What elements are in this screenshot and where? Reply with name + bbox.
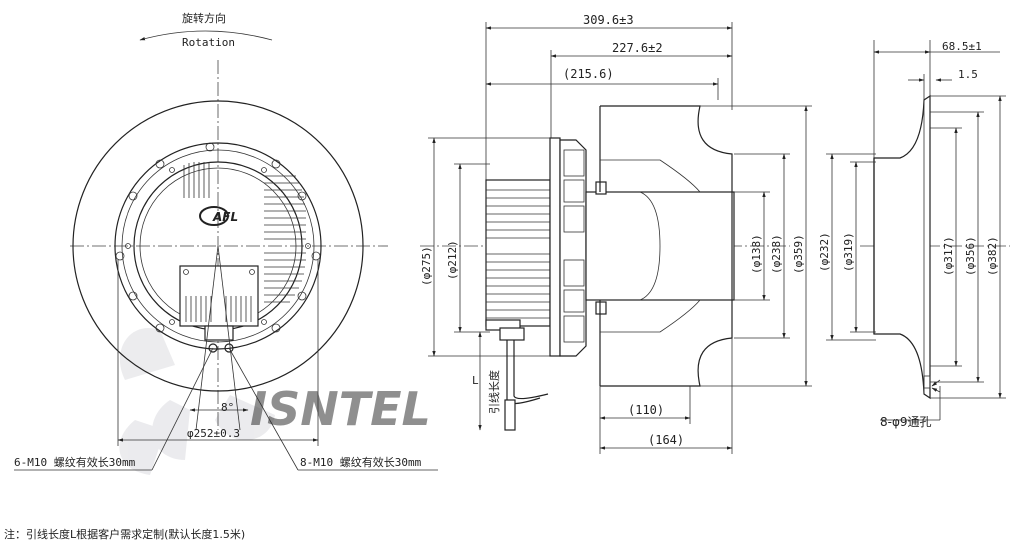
afl-logo-icon: AFL bbox=[199, 206, 238, 226]
footnote: 注：引线长度L根据客户需求定制(默认长度1.5米) bbox=[4, 527, 245, 541]
dim-164: (164) bbox=[648, 433, 684, 447]
flange-ribs bbox=[563, 149, 585, 343]
dia-319: (φ319) bbox=[842, 232, 855, 272]
terminal-box bbox=[179, 265, 259, 327]
motor-fins bbox=[486, 189, 550, 319]
logo-text: AFL bbox=[212, 210, 238, 224]
pcd-label: φ252±0.3 bbox=[187, 427, 240, 440]
dim-mid: 227.6±2 bbox=[612, 41, 663, 55]
dim-110: (110) bbox=[628, 403, 664, 417]
watermark-text: ISNTEL bbox=[250, 382, 431, 436]
dia-356: (φ356) bbox=[964, 236, 977, 276]
inlet-ring-view: 68.5±1 1.5 (φ232) (φ319) (φ317) (φ356) (… bbox=[818, 40, 1010, 429]
heatsink-fins-right bbox=[264, 175, 306, 303]
mount-holes bbox=[115, 142, 321, 333]
front-view: ISNTEL 旋转方向 Rotation bbox=[14, 11, 438, 475]
dia-138: (φ138) bbox=[750, 234, 763, 274]
dia-275: (φ275) bbox=[420, 246, 433, 286]
dim-68-5: 68.5±1 bbox=[942, 40, 982, 53]
dim-ref: (215.6) bbox=[563, 67, 614, 81]
dia-232: (φ232) bbox=[818, 232, 831, 272]
motor-flange bbox=[559, 139, 587, 357]
dia-212: (φ212) bbox=[446, 240, 459, 280]
dim-total: 309.6±3 bbox=[583, 13, 634, 27]
side-view: 309.6±3 227.6±2 (215.6) (φ275) (φ212) bbox=[420, 13, 812, 454]
rotation-en-label: Rotation bbox=[182, 36, 235, 49]
heatsink-fins-top bbox=[183, 162, 210, 198]
dia-317: (φ317) bbox=[942, 236, 955, 276]
lead-L: L bbox=[472, 374, 479, 387]
inlet-ring bbox=[873, 94, 931, 400]
thread-left-label: 6-M10 螺纹有效长30mm bbox=[14, 455, 136, 469]
dia-359: (φ359) bbox=[792, 234, 805, 274]
dia-238: (φ238) bbox=[770, 234, 783, 274]
angle-label: 8° bbox=[221, 401, 234, 414]
rotation-cn-label: 旋转方向 bbox=[182, 11, 226, 25]
thread-right-label: 8-M10 螺纹有效长30mm bbox=[300, 455, 422, 469]
cable-gland bbox=[499, 327, 525, 341]
dim-1-5: 1.5 bbox=[958, 68, 978, 81]
motor-heatsink bbox=[485, 179, 551, 327]
holes-label: 8-φ9通孔 bbox=[880, 415, 932, 429]
watermark-fan-icon bbox=[119, 328, 275, 475]
lead-label: 引线长度 bbox=[487, 370, 501, 414]
dia-382: (φ382) bbox=[986, 236, 999, 276]
terminal-fins bbox=[185, 296, 252, 322]
